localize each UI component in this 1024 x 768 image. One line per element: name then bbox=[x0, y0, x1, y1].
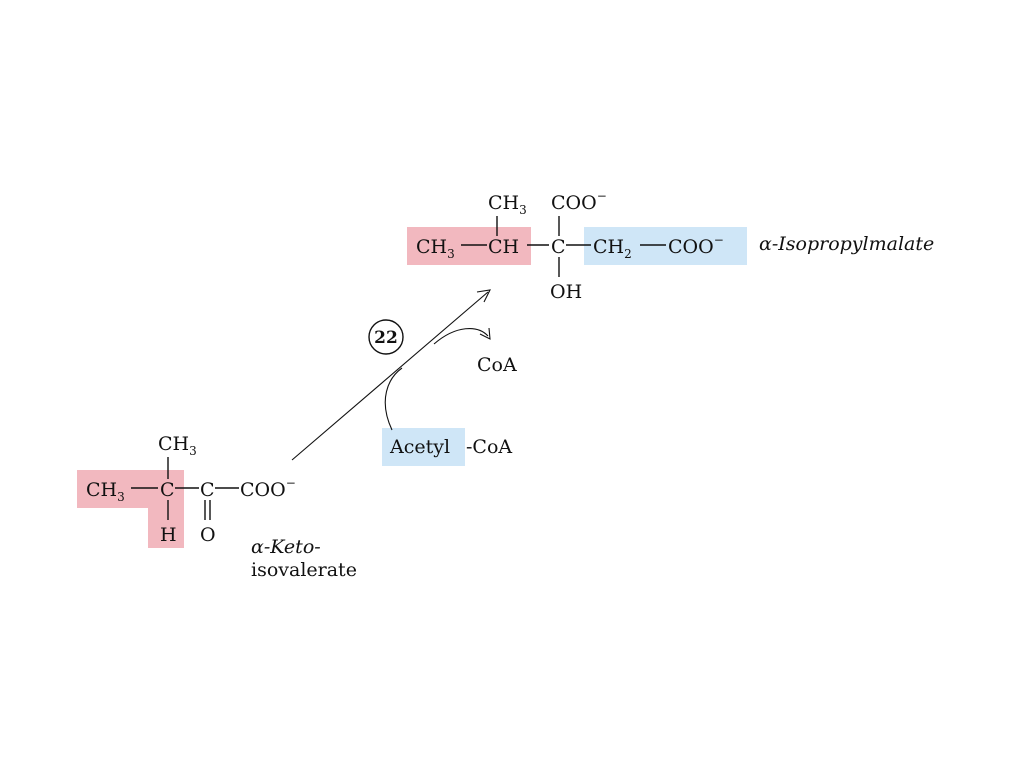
reactant-name-line1: α-Keto- bbox=[251, 536, 321, 558]
product-top-carboxylate: COO− bbox=[551, 189, 607, 214]
acetyl-label: Acetyl bbox=[389, 436, 450, 458]
coa-release-arc bbox=[433, 328, 489, 345]
reactant-carbon-2: C bbox=[200, 479, 215, 501]
reactant-hydrogen: H bbox=[160, 524, 177, 546]
reaction-step: 22 Acetyl -CoA CoA bbox=[291, 289, 517, 461]
reactant-carbon-1: C bbox=[160, 479, 175, 501]
coa-release-arrowhead bbox=[479, 327, 491, 340]
step-number: 22 bbox=[374, 328, 398, 348]
product-central-carbon: C bbox=[551, 236, 566, 258]
reactant-keto-oxygen: O bbox=[200, 524, 216, 546]
reaction-arrow bbox=[291, 291, 489, 461]
reactant-name-line2: isovalerate bbox=[251, 559, 357, 581]
product-alpha-isopropylmalate: CH3 COO− CH3 CH C CH2 COO− OH α-Isopropy… bbox=[416, 189, 934, 303]
acetyl-coa-suffix: -CoA bbox=[466, 436, 512, 458]
step-number-circle bbox=[368, 319, 404, 355]
product-name: α-Isopropylmalate bbox=[759, 233, 934, 255]
product-isopropyl-highlight bbox=[407, 227, 531, 265]
reaction-arrowhead bbox=[476, 289, 491, 303]
product-top-methyl: CH3 bbox=[488, 192, 527, 217]
coa-released-label: CoA bbox=[477, 354, 517, 376]
acetyl-highlight bbox=[382, 428, 465, 466]
product-hydroxyl: OH bbox=[550, 281, 582, 303]
product-methyl-left: CH3 bbox=[416, 236, 455, 261]
product-ch2: CH2 bbox=[593, 236, 632, 261]
product-carboxylate: COO− bbox=[668, 233, 724, 258]
reactant-methyl-left: CH3 bbox=[86, 479, 125, 504]
reactant-top-methyl: CH3 bbox=[158, 433, 197, 458]
reactant-alpha-ketoisovalerate: CH3 CH3 C C COO− H O α-Keto- isovalerate bbox=[86, 433, 357, 581]
reactant-carboxylate: COO− bbox=[240, 476, 296, 501]
reactant-isopropyl-highlight bbox=[77, 470, 184, 548]
product-acetyl-highlight bbox=[584, 227, 747, 265]
product-ch: CH bbox=[488, 236, 519, 258]
acetyl-coa-entry-arc bbox=[384, 367, 403, 431]
